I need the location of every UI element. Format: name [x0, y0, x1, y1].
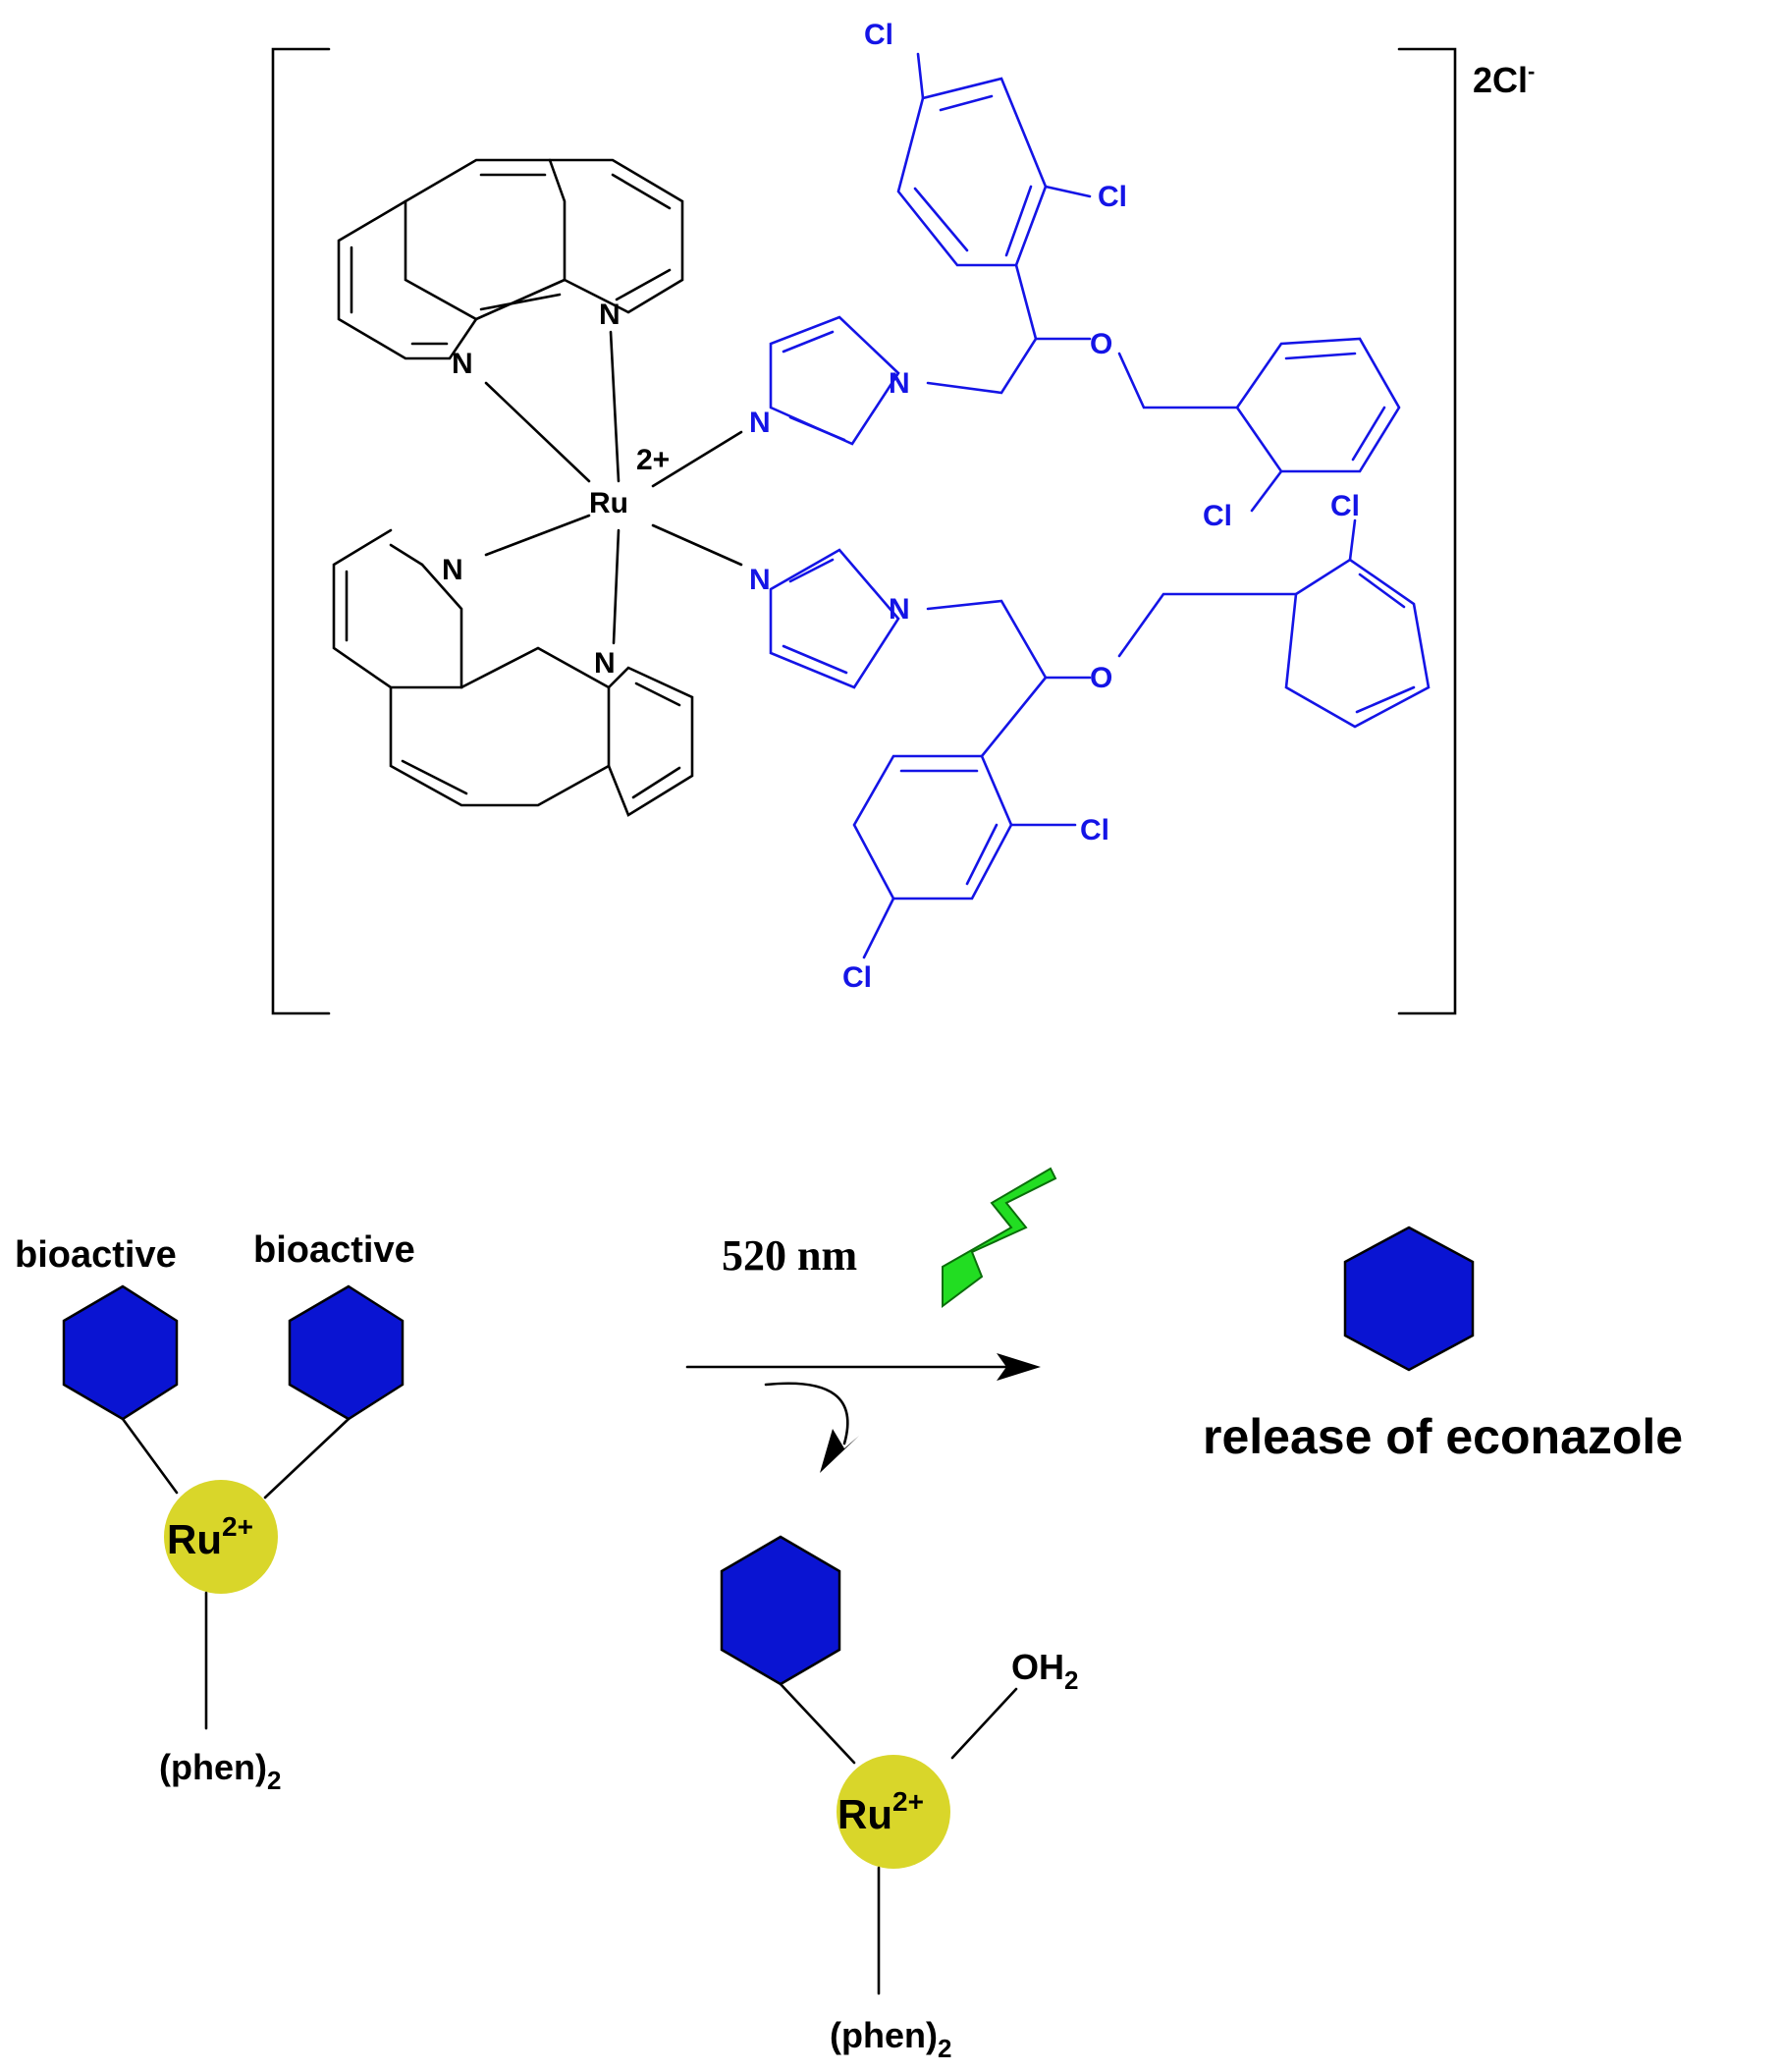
bond-line [950, 1687, 1018, 1760]
cl-atom: Cl [842, 961, 872, 994]
water-ligand-label: OH2 [1011, 1647, 1078, 1695]
econazole-ligand-lower [769, 518, 1431, 959]
ru-sphere-product [837, 1755, 950, 1869]
bond-line [779, 1682, 856, 1765]
remaining-bioactive-hexagon [720, 1535, 841, 1686]
ru-label: Ru2+ [167, 1511, 253, 1562]
cl-atom: Cl [1203, 500, 1232, 532]
wavelength-label: 520 nm [722, 1231, 857, 1280]
cl-atom: Cl [1080, 814, 1109, 846]
released-econazole-hexagon [1343, 1226, 1475, 1372]
n-atom: N [749, 564, 771, 596]
bioactive-label-left: bioactive [15, 1234, 177, 1276]
n-atom: N [599, 299, 621, 331]
ru-charge: 2+ [636, 444, 670, 476]
ru-coordination-bonds [484, 330, 743, 645]
cl-atom: Cl [1098, 181, 1127, 213]
phen-label-product: (phen)2 [830, 2015, 951, 2063]
n-atom: N [594, 647, 616, 680]
bioactive-hexagon-right [288, 1284, 405, 1421]
n-atom: N [452, 348, 473, 380]
n-atom: N [442, 554, 463, 586]
phen-label-left: (phen)2 [159, 1747, 281, 1795]
n-atom: N [749, 407, 771, 439]
arrow-head-icon [997, 1353, 1041, 1381]
ru-atom-label: Ru [589, 487, 628, 519]
econazole-ligand-upper [769, 52, 1401, 513]
bond-line [263, 1417, 351, 1499]
o-atom: O [1090, 328, 1112, 360]
ru-sphere [164, 1480, 278, 1594]
bioactive-hexagon-left [62, 1284, 179, 1421]
bond-line [121, 1417, 179, 1495]
bioactive-label-right: bioactive [253, 1229, 415, 1271]
phenanthroline-ligand-lower [332, 528, 694, 817]
complex-brackets [271, 47, 1457, 1015]
lightning-icon [942, 1167, 1057, 1308]
n-atom: N [889, 367, 910, 400]
counterion-label: 2Cl- [1473, 59, 1535, 100]
cl-atom: Cl [1330, 490, 1360, 522]
cl-atom: Cl [864, 19, 893, 51]
left-bracket [271, 47, 331, 1015]
o-atom: O [1090, 662, 1112, 694]
n-atom: N [889, 593, 910, 626]
release-label: release of econazole [1203, 1409, 1683, 1464]
curved-arrow-head-icon [820, 1429, 859, 1473]
curved-arrow [764, 1382, 849, 1445]
phenanthroline-ligand-upper [337, 158, 684, 360]
ru-label-product: Ru2+ [837, 1786, 924, 1837]
right-bracket [1397, 47, 1457, 1015]
